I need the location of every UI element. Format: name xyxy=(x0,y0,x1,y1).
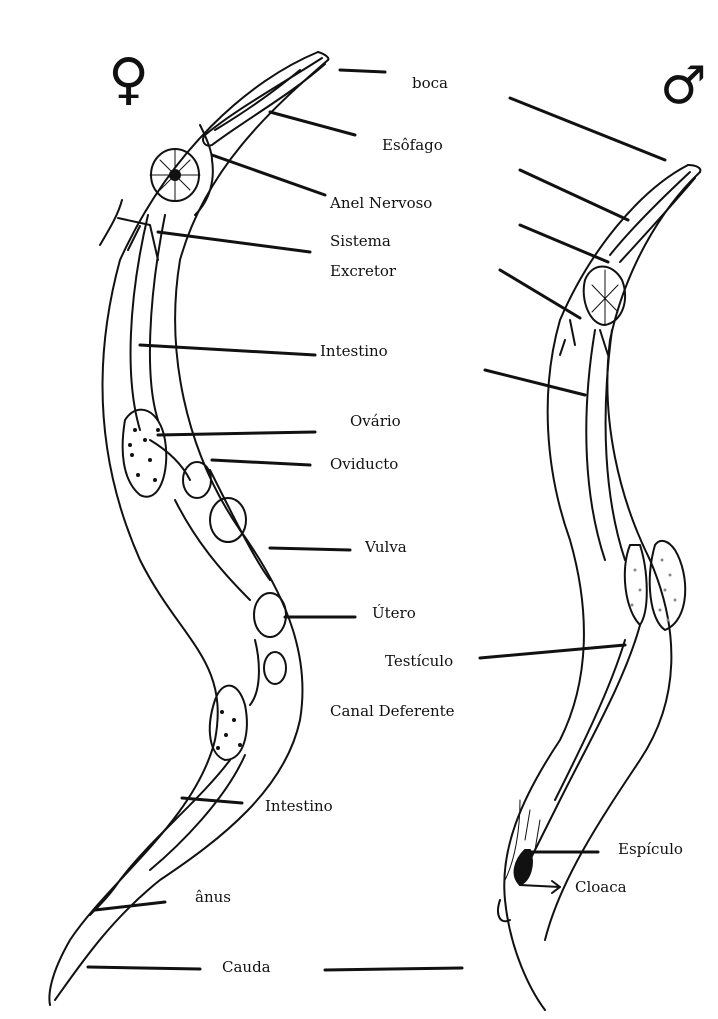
male-testis xyxy=(625,545,647,625)
cloaca-arrow xyxy=(520,881,560,893)
label-ovario: Ovário xyxy=(350,412,401,430)
female-body-outer-left xyxy=(49,52,318,1005)
label-vulva: Vulva xyxy=(365,538,407,556)
female-symbol: ♀ xyxy=(108,52,149,108)
label-esofago: Esôfago xyxy=(382,136,443,154)
label-testiculo: Testículo xyxy=(385,652,453,670)
label-cloaca: Cloaca xyxy=(575,878,627,896)
male-intestine-right xyxy=(606,330,625,560)
label-intestino-top: Intestino xyxy=(320,342,388,360)
female-excretory-system xyxy=(100,200,158,260)
label-boca: boca xyxy=(412,74,448,92)
label-utero: Útero xyxy=(372,604,416,622)
male-mouth-tip xyxy=(688,165,700,172)
label-intestino-bottom: Intestino xyxy=(265,797,333,815)
male-symbol: ♂ xyxy=(660,60,707,112)
female-esophagus xyxy=(203,58,325,146)
male-spicule xyxy=(515,850,532,885)
label-canal-deferente: Canal Deferente xyxy=(330,702,455,720)
male-intestine-left xyxy=(586,330,605,560)
label-sistema: Sistema xyxy=(330,232,391,250)
male-body-outer-right xyxy=(545,172,700,940)
female-intestine-left xyxy=(131,215,148,430)
female-intestine-right xyxy=(150,215,165,420)
label-cauda: Cauda xyxy=(222,958,271,976)
label-oviducto: Oviducto xyxy=(330,455,398,473)
male-nerve-ring xyxy=(584,267,625,326)
male-esophagus xyxy=(610,172,690,255)
female-lower-ovary xyxy=(210,686,247,760)
female-ovary xyxy=(123,410,167,497)
male-vas-deferens xyxy=(530,625,640,860)
label-espiculo: Espículo xyxy=(618,840,683,858)
label-anel-nervoso: Anel Nervoso xyxy=(330,194,432,212)
female-uterus xyxy=(254,593,286,637)
female-worm xyxy=(49,52,328,1005)
label-anus: ânus xyxy=(195,888,231,906)
label-excretor: Excretor xyxy=(330,262,396,280)
